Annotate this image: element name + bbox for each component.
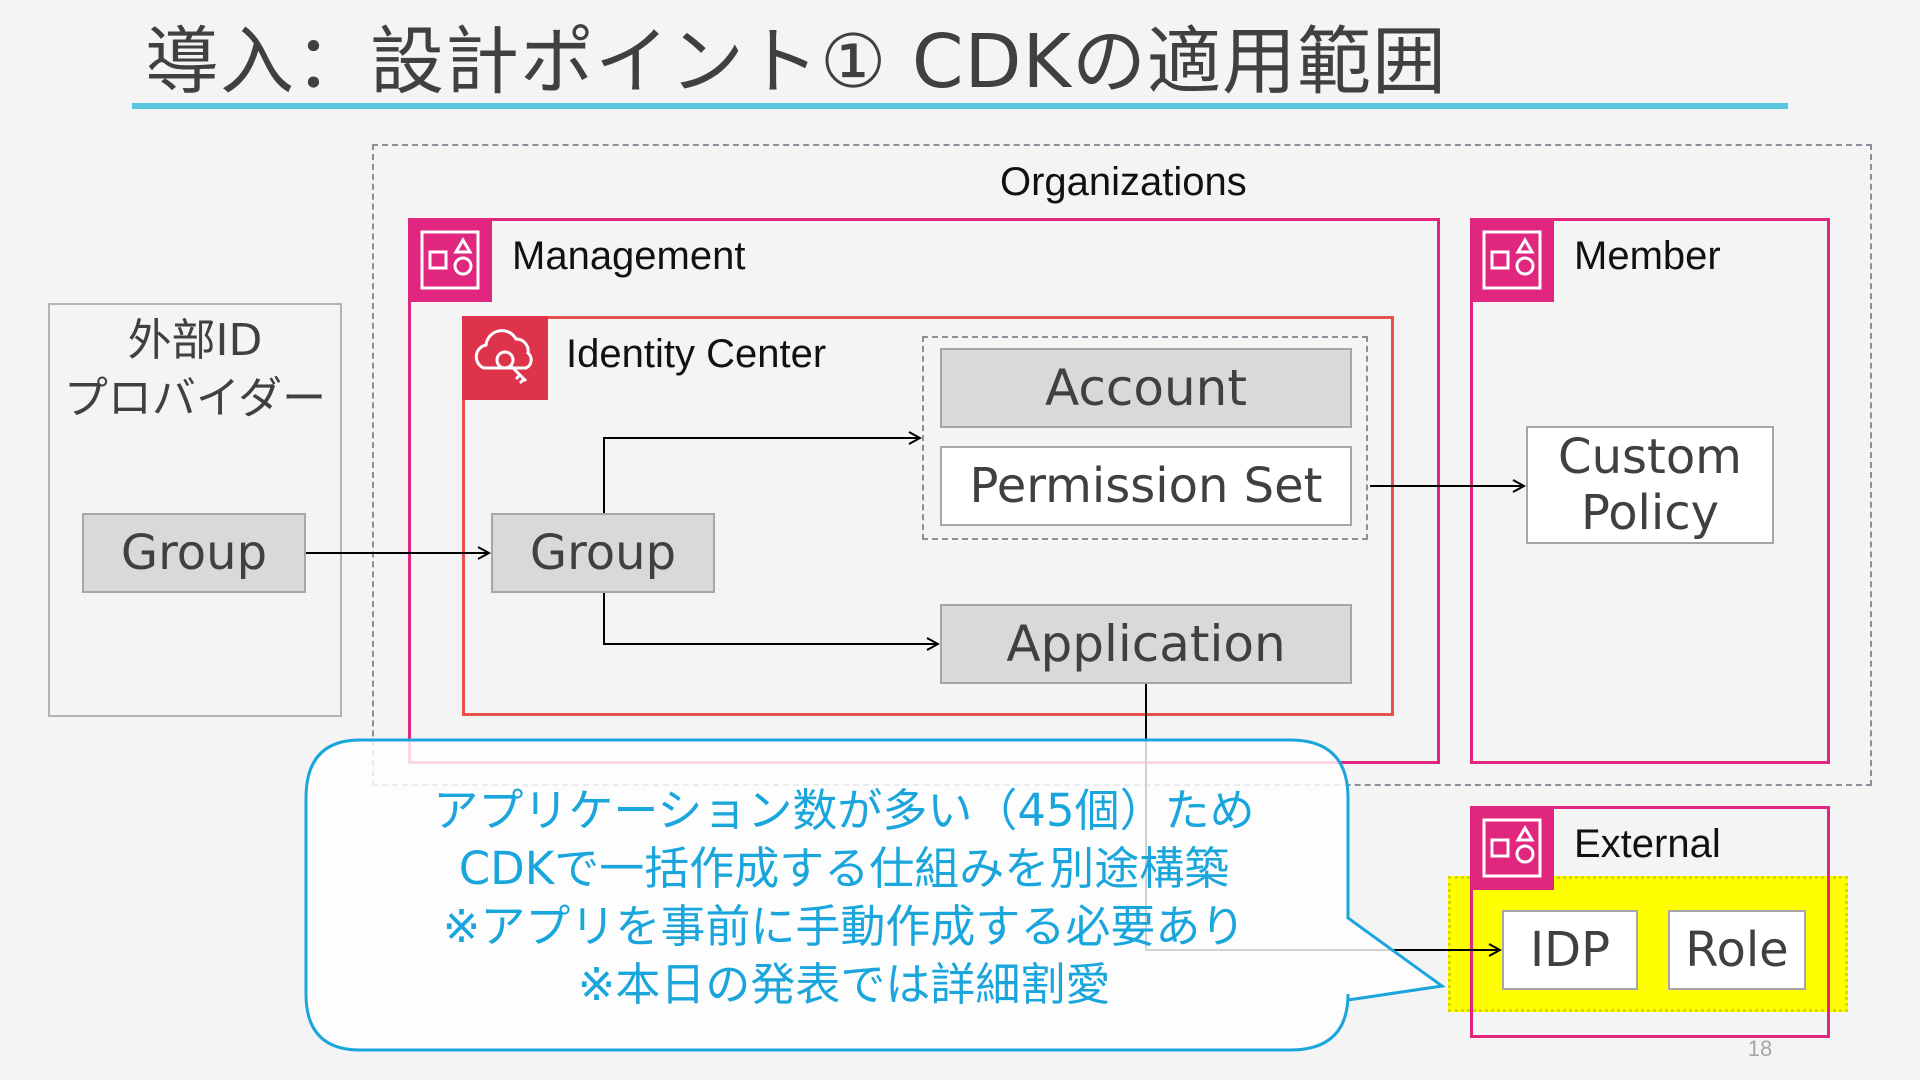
callout-line: CDKで一括作成する仕組みを別途構築 — [458, 842, 1230, 895]
title-underline — [132, 103, 1788, 109]
assignment-dashed-group — [922, 336, 1368, 540]
identity-center-group-label: Group — [529, 525, 677, 581]
member-account-box — [1470, 218, 1830, 764]
organizations-label: Organizations — [1000, 160, 1247, 204]
callout-text: アプリケーション数が多い（45個）ため CDKで一括作成する仕組みを別途構築 ※… — [380, 782, 1308, 1014]
external-account-box — [1470, 806, 1830, 1038]
application-label: Application — [1006, 615, 1286, 673]
role-label: Role — [1685, 922, 1789, 978]
idp-label: IDP — [1529, 922, 1611, 978]
identity-center-box — [462, 316, 1394, 716]
external-id-provider-title: 外部ID プロバイダー — [48, 312, 342, 428]
callout-line: ※本日の発表では詳細割愛 — [577, 958, 1111, 1011]
identity-center-icon — [462, 316, 548, 400]
account-node[interactable]: Account — [940, 348, 1352, 428]
permission-set-label: Permission Set — [969, 458, 1323, 514]
external-id-provider-title-text: 外部ID プロバイダー — [63, 315, 327, 424]
external-account-icon — [1470, 806, 1554, 890]
identity-center-group-node[interactable]: Group — [491, 513, 715, 593]
connector-group-to-account — [603, 438, 920, 513]
member-label: Member — [1574, 234, 1721, 278]
callout-bubble — [304, 738, 1446, 1052]
application-node[interactable]: Application — [940, 604, 1352, 684]
role-node[interactable]: Role — [1668, 910, 1806, 990]
callout-line: アプリケーション数が多い（45個）ため — [433, 784, 1255, 837]
management-label: Management — [512, 234, 746, 278]
permission-set-node[interactable]: Permission Set — [940, 446, 1352, 526]
callout-line: ※アプリを事前に手動作成する必要あり — [442, 900, 1246, 953]
slide-title: 導入：設計ポイント① CDKの適用範囲 — [145, 19, 1448, 105]
identity-center-label: Identity Center — [566, 332, 827, 376]
management-account-icon — [408, 218, 492, 302]
connector-group-to-application — [603, 593, 938, 644]
custom-policy-label: Custom Policy — [1558, 429, 1742, 541]
external-label: External — [1574, 822, 1721, 866]
idp-node[interactable]: IDP — [1502, 910, 1638, 990]
member-account-icon — [1470, 218, 1554, 302]
external-group-node[interactable]: Group — [82, 513, 306, 593]
custom-policy-node[interactable]: Custom Policy — [1526, 426, 1774, 544]
external-group-label: Group — [120, 525, 268, 581]
external-id-provider-box — [48, 303, 342, 717]
page-number: 18 — [1747, 1036, 1773, 1061]
account-label: Account — [1045, 359, 1247, 417]
